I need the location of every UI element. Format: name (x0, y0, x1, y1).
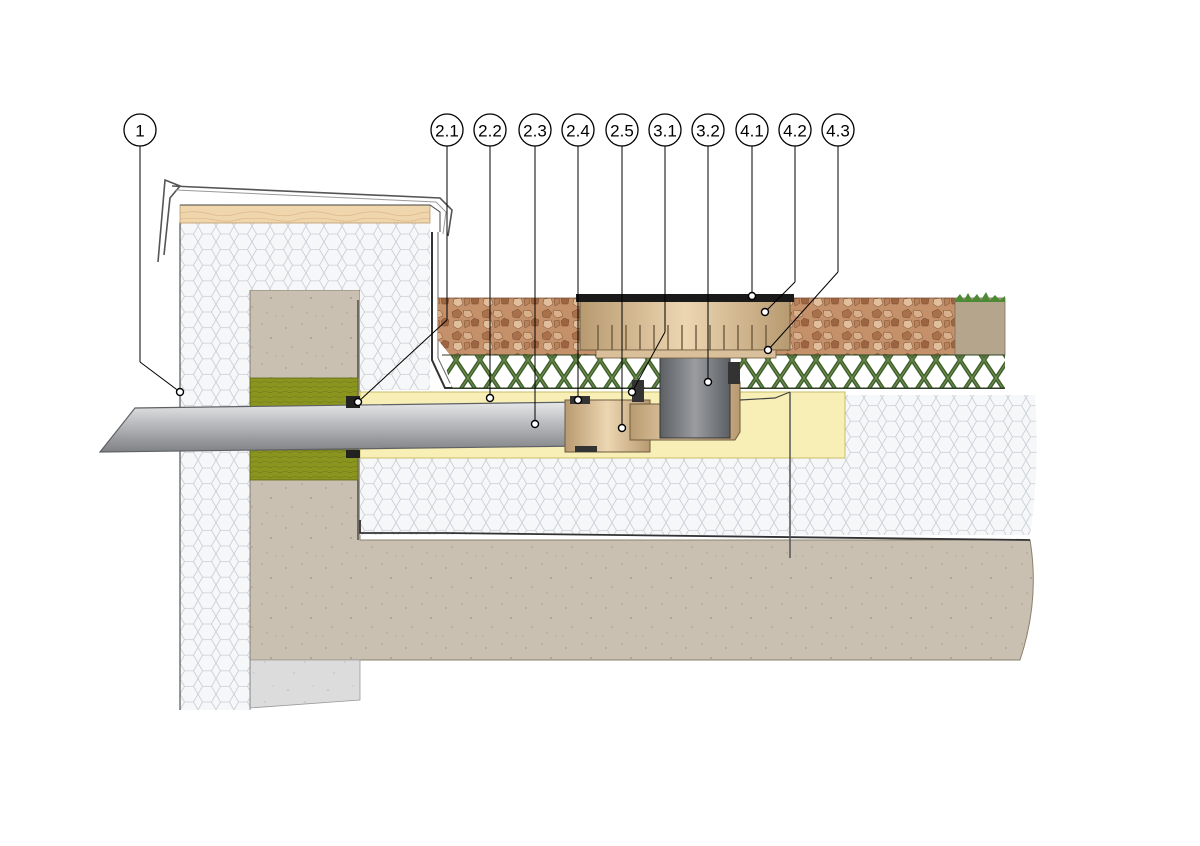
parapet-coping-flashing (157, 178, 453, 263)
callout-1: 1 (123, 113, 157, 147)
gravel-guard-box (576, 294, 794, 359)
callout-3-1: 3.1 (648, 113, 682, 147)
callout-label-2-2: 2.2 (478, 122, 502, 141)
callout-label-2-1: 2.1 (435, 122, 459, 141)
dot-3-1 (627, 387, 637, 397)
dot-1 (175, 387, 185, 397)
dot-4-3 (763, 345, 773, 355)
callout-label-1: 1 (135, 122, 144, 141)
parapet-insulation (250, 222, 430, 390)
callout-label-4-1: 4.1 (740, 122, 764, 141)
callout-label-4-3: 4.3 (826, 122, 850, 141)
callout-label-4-2: 4.2 (783, 122, 807, 141)
dot-2-3 (530, 419, 540, 429)
callout-2-1: 2.1 (430, 113, 464, 147)
callout-label-3-2: 3.2 (696, 122, 720, 141)
dot-4-2 (760, 307, 770, 317)
leader-dots (175, 291, 773, 433)
callout-label-2-5: 2.5 (610, 122, 634, 141)
dot-2-1 (353, 397, 363, 407)
callout-2-5: 2.5 (605, 113, 639, 147)
concrete-slab (249, 289, 1034, 661)
soil-edge (954, 292, 1006, 356)
dot-2-2 (485, 393, 495, 403)
drain-pipe (98, 401, 586, 453)
lower-wall-masonry (249, 659, 361, 709)
leader-lines (139, 146, 839, 428)
facade-insulation (179, 222, 251, 710)
mineral-wool-sealing (249, 377, 359, 481)
dot-4-1 (747, 291, 757, 301)
callout-2-2: 2.2 (473, 113, 507, 147)
dot-3-2 (703, 377, 713, 387)
callout-2-3: 2.3 (518, 113, 552, 147)
dot-2-5 (617, 423, 627, 433)
callout-4-3: 4.3 (821, 113, 855, 147)
callout-3-2: 3.2 (691, 113, 725, 147)
callout-4-2: 4.2 (778, 113, 812, 147)
callout-label-3-1: 3.1 (653, 122, 677, 141)
callout-4-1: 4.1 (735, 113, 769, 147)
parapet-wood-board (179, 204, 431, 224)
callout-label-2-3: 2.3 (523, 122, 547, 141)
callout-label-2-4: 2.4 (566, 122, 590, 141)
dot-2-4 (573, 395, 583, 405)
callout-2-4: 2.4 (561, 113, 595, 147)
